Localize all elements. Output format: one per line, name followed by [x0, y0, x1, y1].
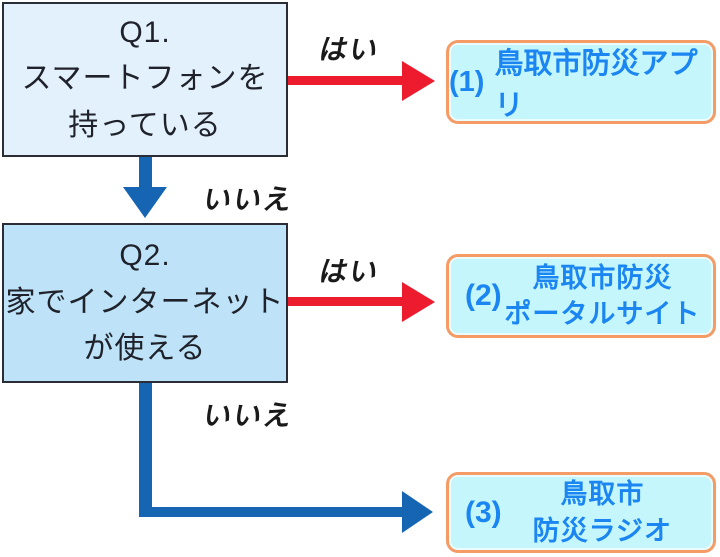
question-box-q2: Q2. 家でインターネット が使える — [2, 223, 288, 383]
q1-no-arrowhead-icon — [123, 187, 167, 218]
q2-yes-arrow-shaft — [288, 297, 402, 306]
q1-line-2: スマートフォンを — [21, 62, 269, 96]
result-2-label: 鳥取市防災 ポータルサイト — [502, 260, 703, 333]
result-1-number: (1) — [449, 65, 485, 98]
q2-line-2: 家でインターネット — [5, 285, 285, 319]
q2-yes-label: はい — [316, 256, 383, 287]
question-box-q1: Q1. スマートフォンを 持っている — [2, 2, 288, 157]
result-1-label: 鳥取市防災アプリ — [494, 48, 698, 122]
result-3-number: (3) — [465, 495, 502, 529]
q2-no-arrowhead-icon — [402, 491, 433, 533]
result-3-line-1: 鳥取市 — [560, 479, 645, 510]
result-2-line-1: 鳥取市防災 — [532, 262, 673, 293]
q2-yes-arrowhead-icon — [402, 282, 435, 322]
q1-line-3: 持っている — [68, 108, 222, 142]
q2-line-1: Q2. — [119, 239, 171, 273]
q1-yes-arrowhead-icon — [402, 61, 435, 101]
result-box-3: (3) 鳥取市 防災ラジオ — [446, 472, 716, 553]
result-box-1: (1) 鳥取市防災アプリ — [446, 40, 716, 124]
result-box-2: (2) 鳥取市防災 ポータルサイト — [446, 254, 716, 338]
q2-no-arrow-horizontal-shaft — [139, 507, 403, 517]
result-2-line-2: ポータルサイト — [504, 299, 701, 329]
result-2-number: (2) — [465, 279, 502, 312]
result-3-line-2: 防災ラジオ — [532, 515, 673, 546]
q1-yes-label: はい — [316, 34, 383, 65]
q1-no-label: いいえ — [200, 184, 297, 215]
q2-no-label: いいえ — [200, 400, 297, 431]
q1-line-1: Q1. — [119, 15, 171, 49]
result-3-label: 鳥取市 防災ラジオ — [502, 476, 703, 549]
q2-no-arrow-vertical-shaft — [139, 383, 152, 517]
q2-line-3: が使える — [83, 332, 207, 366]
q1-yes-arrow-shaft — [288, 76, 402, 85]
q1-no-arrow-shaft — [139, 157, 152, 188]
